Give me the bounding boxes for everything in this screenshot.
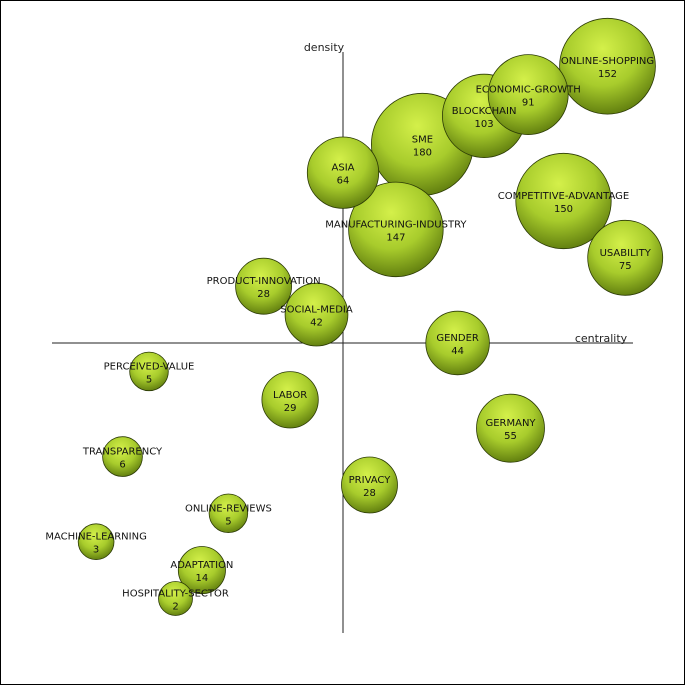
bubble-value-usability: 75	[619, 261, 632, 272]
bubble-label-perceived-value: PERCEIVED-VALUE	[104, 361, 195, 372]
bubble-value-economic-growth: 91	[522, 98, 535, 109]
bubble-label-germany: GERMANY	[485, 418, 536, 429]
bubble-label-hospitality-sector: HOSPITALITY-SECTOR	[122, 589, 229, 600]
bubbles	[77, 17, 664, 616]
bubble-value-product-innovation: 28	[257, 289, 270, 300]
bubble-value-blockchain: 103	[475, 119, 494, 130]
bubble-machine-learning	[77, 523, 115, 560]
bubble-value-social-media: 42	[310, 318, 323, 329]
bubble-label-product-innovation: PRODUCT-INNOVATION	[207, 276, 321, 287]
bubble-label-social-media: SOCIAL-MEDIA	[280, 305, 353, 316]
bubble-social-media	[284, 282, 349, 347]
bubble-label-blockchain: BLOCKCHAIN	[452, 106, 517, 117]
bubble-label-usability: USABILITY	[600, 248, 652, 259]
bubble-label-privacy: PRIVACY	[349, 475, 392, 486]
bubble-value-manufacturing-industry: 147	[386, 232, 405, 243]
bubble-label-transparency: TRANSPARENCY	[82, 447, 163, 458]
bubble-value-sme: 180	[413, 147, 432, 158]
bubble-value-transparency: 6	[119, 460, 125, 471]
bubble-label-competitive-advantage: COMPETITIVE-ADVANTAGE	[498, 191, 629, 202]
bubble-germany	[476, 393, 545, 463]
bubble-label-sme: SME	[412, 134, 433, 145]
bubble-label-adaptation: ADAPTATION	[170, 560, 233, 571]
bubble-label-machine-learning: MACHINE-LEARNING	[45, 532, 147, 543]
bubble-perceived-value	[129, 351, 169, 392]
bubble-online-reviews	[208, 493, 249, 533]
bubble-competitive-advantage	[515, 152, 612, 250]
bubble-value-asia: 64	[337, 176, 350, 187]
bubble-value-hospitality-sector: 2	[172, 602, 178, 613]
bubble-value-adaptation: 14	[196, 573, 209, 584]
bubble-value-germany: 55	[504, 431, 517, 442]
bubble-transparency	[102, 436, 143, 477]
bubble-product-innovation	[235, 257, 293, 315]
bubble-label-economic-growth: ECONOMIC-GROWTH	[476, 85, 581, 96]
bubble-label-online-reviews: ONLINE-REVIEWS	[185, 503, 272, 514]
bubble-adaptation	[177, 546, 226, 595]
bubble-economic-growth	[487, 54, 569, 135]
bubble-value-online-shopping: 152	[598, 69, 617, 80]
y-axis-label: density	[304, 41, 345, 54]
bubble-asia	[306, 136, 380, 209]
bubble-value-competitive-advantage: 150	[554, 204, 573, 215]
x-axis-label: centrality	[575, 332, 628, 345]
bubble-label-online-shopping: ONLINE-SHOPPING	[561, 56, 654, 67]
bubble-value-gender: 44	[451, 346, 464, 357]
bubble-usability	[587, 219, 664, 296]
bubble-online-shopping	[559, 17, 656, 115]
bubble-label-manufacturing-industry: MANUFACTURING-INDUSTRY	[325, 219, 467, 230]
bubble-value-perceived-value: 5	[146, 374, 152, 385]
bubble-value-online-reviews: 5	[225, 516, 231, 527]
bubble-manufacturing-industry	[348, 181, 444, 278]
bubble-label-asia: ASIA	[332, 163, 355, 174]
bubble-value-privacy: 28	[363, 488, 376, 499]
bubble-privacy	[341, 456, 398, 514]
bubble-gender	[425, 310, 490, 376]
bubble-hospitality-sector	[158, 581, 193, 616]
bubble-label-labor: LABOR	[273, 390, 307, 401]
bubble-labor	[261, 371, 319, 429]
bubble-value-labor: 29	[284, 403, 297, 414]
bubble-label-gender: GENDER	[436, 333, 479, 344]
bubble-value-machine-learning: 3	[93, 545, 99, 556]
